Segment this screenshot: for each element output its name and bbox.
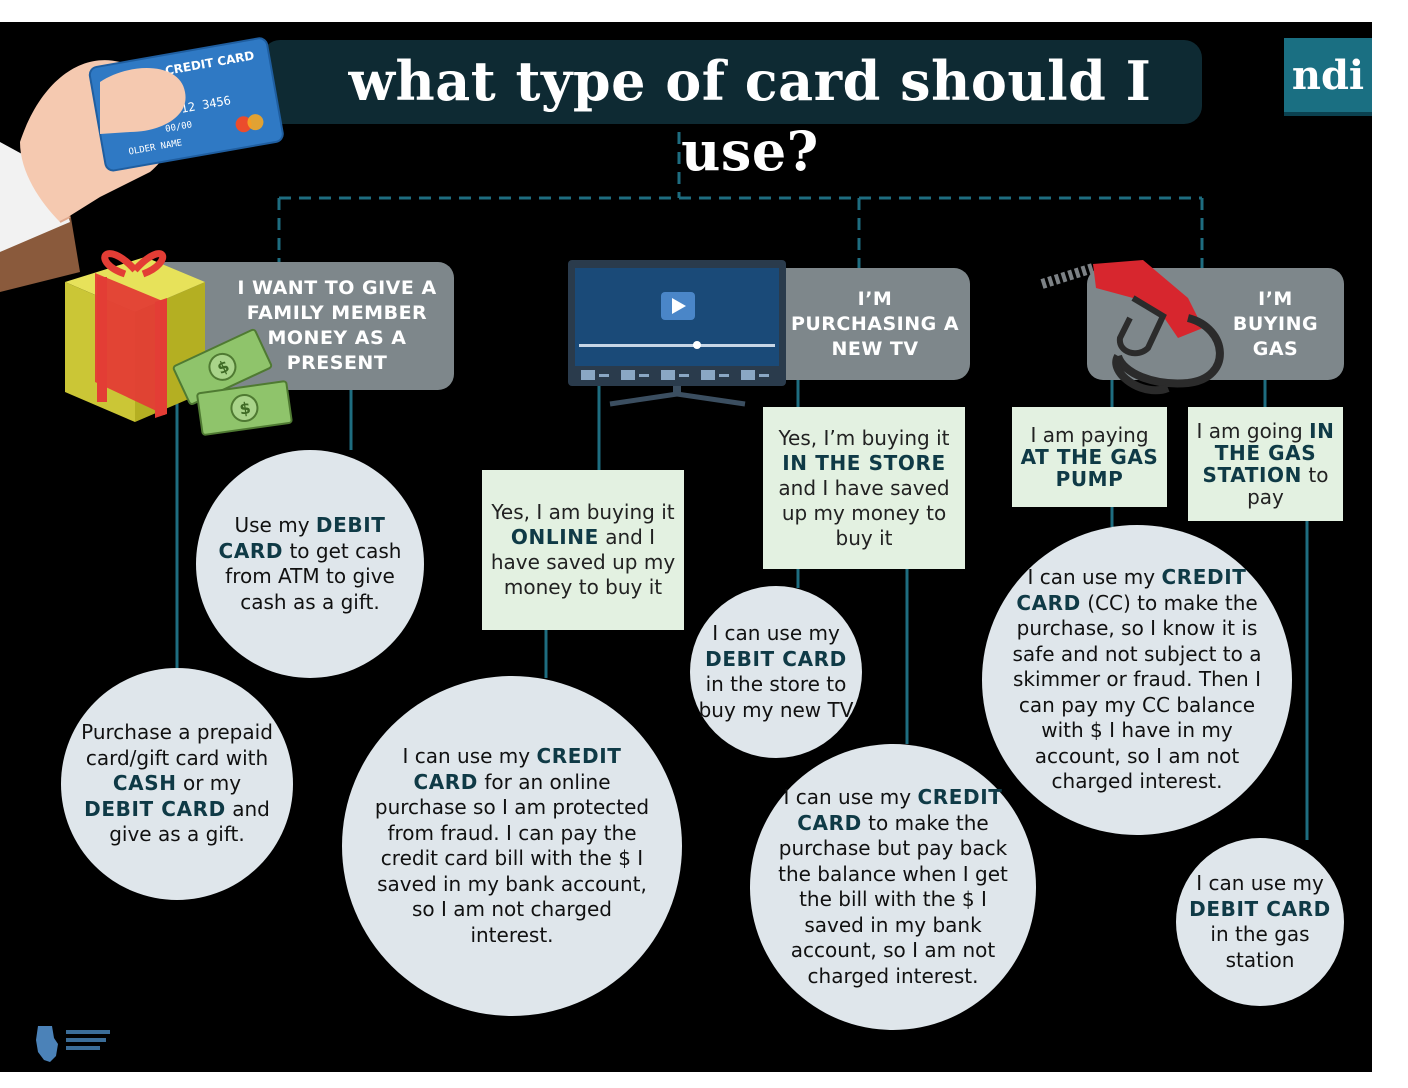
gift-debit-cash-circle: Use my DEBIT CARD to get cash from ATM t…	[196, 450, 424, 678]
gift-box-icon: $ $	[65, 250, 293, 436]
emphasis-in-the-gas-station: IN THE GAS STATION	[1202, 419, 1335, 487]
tv-store-text: Yes, I’m buying it IN THE STORE and I ha…	[771, 426, 957, 551]
text-part: Yes, I am buying it	[491, 500, 675, 524]
text-part: I can use my	[712, 621, 840, 645]
tv-online-credit-circle: I can use my CREDIT CARD for an online p…	[342, 676, 682, 1016]
title-banner	[262, 40, 1202, 124]
tv-store-debit-circle: I can use my DEBIT CARD in the store to …	[690, 586, 862, 758]
emphasis-at-the-gas-pump: AT THE GAS PUMP	[1020, 445, 1159, 491]
gas-station-debit-text: I can use my DEBIT CARD in the gas stati…	[1182, 871, 1338, 973]
text-part: I can use my	[1196, 871, 1324, 895]
page-title: what type of card should I use?	[348, 49, 1152, 183]
text-part: to pay	[1247, 463, 1329, 509]
emphasis-debit-card: DEBIT CARD	[1189, 896, 1331, 921]
tv-online-text: Yes, I am buying it ONLINE and I have sa…	[490, 500, 676, 600]
flow-connectors	[175, 132, 1309, 840]
emphasis-in-the-store: IN THE STORE	[782, 450, 946, 475]
emphasis-debit-card: DEBIT CARD	[218, 513, 386, 563]
text-part: Yes, I’m buying it	[778, 425, 950, 450]
gas-pump-credit-circle: I can use my CREDIT CARD (CC) to make th…	[982, 525, 1292, 835]
tv-store-debit-text: I can use my DEBIT CARD in the store to …	[698, 621, 854, 723]
text-part: I can use my	[402, 744, 537, 768]
text-part: I can use my	[783, 785, 918, 809]
hand-credit-card-icon: CREDIT CARD 8 9012 3456 00/00 OLDER NAME	[0, 37, 284, 292]
text-part: or my	[176, 771, 242, 796]
text-part: and give as a gift.	[109, 796, 270, 847]
tv-store-credit-text: I can use my CREDIT CARD to make the pur…	[768, 785, 1018, 989]
emphasis-debit-card: DEBIT CARD	[84, 796, 226, 821]
text-part: I can use my	[1027, 565, 1162, 590]
emphasis-online: ONLINE	[510, 525, 599, 549]
television-icon	[568, 260, 786, 407]
scenario-gas-label: I’M BUYING GAS	[1232, 287, 1319, 360]
gas-station-debit-circle: I can use my DEBIT CARD in the gas stati…	[1176, 838, 1344, 1006]
tv-store-option: Yes, I’m buying it IN THE STORE and I ha…	[763, 407, 965, 569]
card-expiry: 00/00	[165, 120, 193, 135]
gas-pump-text: I am paying AT THE GAS PUMP	[1020, 424, 1159, 490]
text-part: I am paying	[1030, 423, 1149, 447]
emphasis-credit-card: CREDIT CARD	[413, 744, 622, 794]
text-part: in the store to buy my new TV	[698, 672, 854, 722]
infographic-canvas: what type of card should I use? ndi CRED…	[0, 22, 1372, 1072]
gift-prepaid-card-circle: Purchase a prepaid card/gift card with C…	[61, 668, 293, 900]
solid-connectors	[175, 378, 1309, 840]
tv-online-credit-text: I can use my CREDIT CARD for an online p…	[372, 744, 652, 948]
tv-store-credit-circle: I can use my CREDIT CARD to make the pur…	[750, 744, 1036, 1030]
text-part: and I have saved up my money to buy it	[490, 525, 676, 599]
tv-online-option: Yes, I am buying it ONLINE and I have sa…	[482, 470, 684, 630]
emphasis-credit-card: CREDIT CARD	[797, 785, 1003, 835]
svg-text:$: $	[238, 398, 252, 418]
gas-pump-option: I am paying AT THE GAS PUMP	[1012, 407, 1167, 507]
text-part: (CC) to make the purchase, so I know it …	[1012, 590, 1262, 794]
text-part: Purchase a prepaid card/gift card with	[81, 720, 273, 770]
text-part: in the gas station	[1210, 922, 1310, 972]
gas-station-text: I am going IN THE GAS STATION to pay	[1196, 420, 1335, 508]
gas-pump-nozzle-icon	[1040, 260, 1224, 395]
emphasis-cash: CASH	[112, 771, 177, 796]
dashed-connectors	[277, 132, 1204, 268]
text-part: and I have saved up my money to buy it	[778, 475, 950, 550]
text-part: Use my	[234, 513, 316, 537]
emphasis-debit-card: DEBIT CARD	[705, 646, 847, 671]
text-part: to get cash from ATM to give cash as a g…	[225, 538, 402, 614]
state-council-logo	[36, 1026, 110, 1062]
text-part: for an online purchase so I am protected…	[374, 769, 650, 947]
gas-station-option: I am going IN THE GAS STATION to pay	[1188, 407, 1343, 521]
scenario-gift-label: I WANT TO GIVE A FAMILY MEMBER MONEY AS …	[237, 277, 437, 374]
emphasis-credit-card: CREDIT CARD	[1016, 565, 1247, 615]
ndi-logo: ndi	[1284, 38, 1372, 116]
text-part: I am going	[1196, 419, 1310, 443]
text-part: to make the purchase but pay back the ba…	[778, 810, 1008, 988]
gift-debit-cash-text: Use my DEBIT CARD to get cash from ATM t…	[210, 513, 410, 615]
gas-pump-credit-text: I can use my CREDIT CARD (CC) to make th…	[1004, 565, 1270, 795]
gift-prepaid-text: Purchase a prepaid card/gift card with C…	[75, 720, 279, 848]
scenario-tv-label: I’M PURCHASING A NEW TV	[790, 287, 960, 360]
